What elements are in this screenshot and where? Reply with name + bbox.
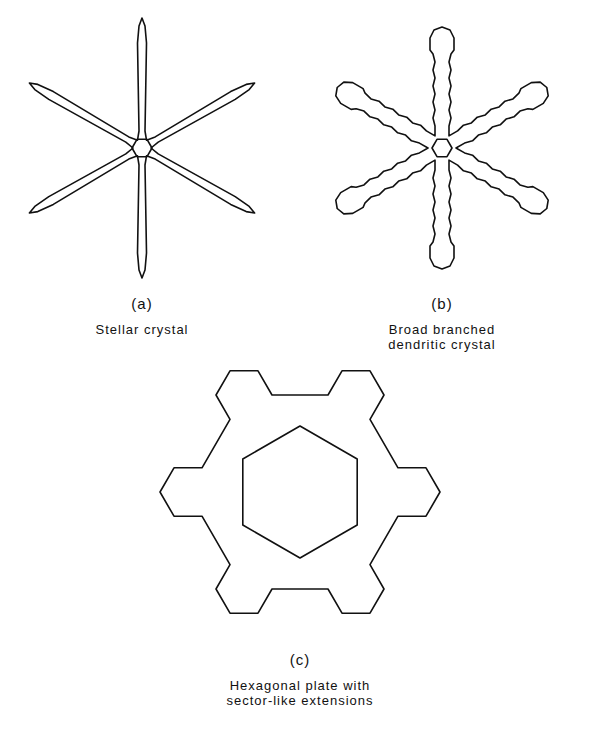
dendritic-crystal bbox=[336, 27, 548, 269]
inner-hexagon bbox=[243, 426, 357, 558]
part-letter: (c) bbox=[260, 652, 340, 667]
center-hexagon bbox=[132, 139, 152, 156]
center-hexagon bbox=[432, 139, 452, 156]
crystal-caption: Hexagonal plate with sector-like extensi… bbox=[208, 678, 393, 708]
stellar-crystal bbox=[29, 18, 254, 278]
part-letter: (b) bbox=[402, 296, 482, 311]
crystal-caption: Broad branched dendritic crystal bbox=[367, 322, 517, 352]
crystal-caption: Stellar crystal bbox=[57, 322, 227, 337]
hexagonal-plate-outline bbox=[160, 371, 440, 613]
part-letter: (a) bbox=[102, 296, 182, 311]
